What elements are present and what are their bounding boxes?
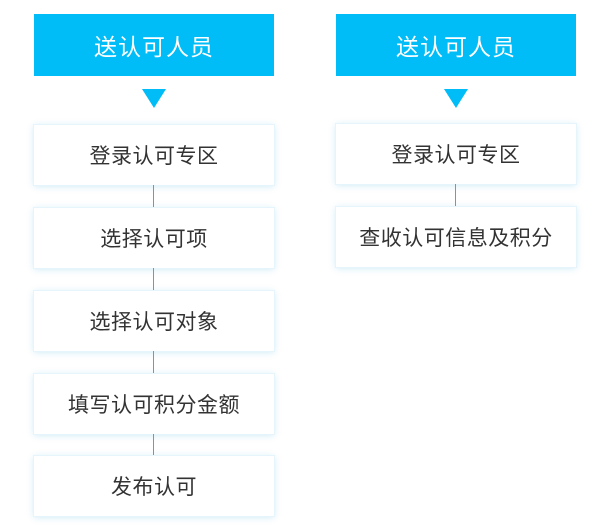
left-connector-1 [153, 185, 154, 208]
right-flow-header: 送认可人员 [336, 14, 576, 76]
right-flow-arrow-icon [444, 89, 468, 108]
left-step-select-item: 选择认可项 [34, 208, 274, 268]
left-flow-arrow-icon [142, 89, 166, 108]
right-step-check-points: 查收认可信息及积分 [336, 207, 576, 267]
left-step-login: 登录认可专区 [34, 125, 274, 185]
left-step-select-target: 选择认可对象 [34, 291, 274, 351]
right-connector-1 [455, 184, 456, 207]
left-step-publish: 发布认可 [34, 456, 274, 516]
left-connector-2 [153, 268, 154, 291]
left-connector-4 [153, 434, 154, 456]
left-connector-3 [153, 351, 154, 374]
left-step-fill-points: 填写认可积分金额 [34, 374, 274, 434]
left-flow-header: 送认可人员 [34, 14, 274, 76]
right-step-login: 登录认可专区 [336, 124, 576, 184]
